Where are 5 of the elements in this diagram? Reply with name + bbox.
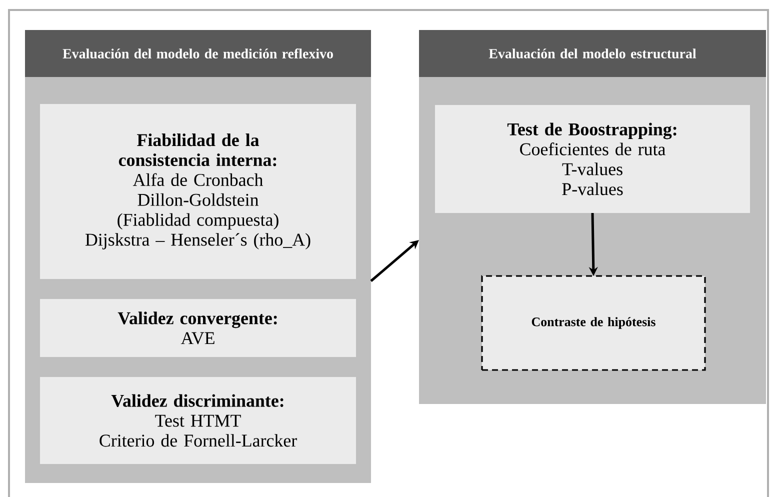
text-box: Validez convergente: AVE xyxy=(40,299,356,357)
dashed-box: Contraste de hipótesis xyxy=(481,275,706,371)
text-box: Test de Boostrapping: Coeficientes de ruta T-values P-values xyxy=(435,105,750,213)
text-box: Validez discriminante: Test HTMT Criterio de Fornell-Larcker xyxy=(40,377,356,464)
text-box: Fiabilidad de la consistencia interna: Alfa de Cronbach Dillon-Goldstein (Fiablidad compuesta) Dijskstra – Henseler´s (rho_A) xyxy=(40,104,356,279)
